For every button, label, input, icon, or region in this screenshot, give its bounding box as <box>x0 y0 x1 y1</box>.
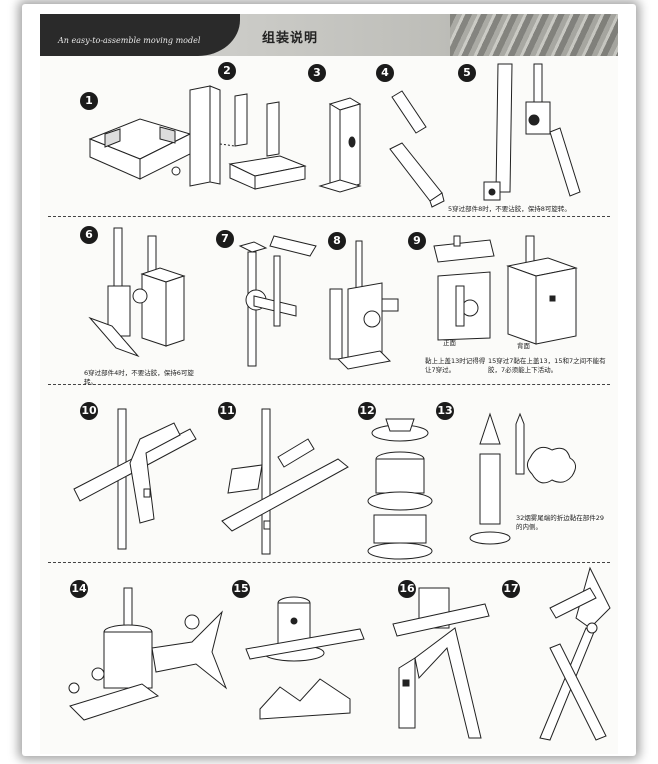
instruction-sheet: An easy-to-assemble moving model 组装说明 1 … <box>40 14 618 754</box>
row-divider <box>48 216 610 217</box>
step-4-diagram <box>389 90 445 208</box>
step-number: 17 <box>502 580 520 598</box>
step-number: 10 <box>80 402 98 420</box>
step-11-diagram <box>221 408 349 555</box>
step-5-diagram <box>483 63 581 201</box>
step-number: 4 <box>376 64 394 82</box>
chinese-title: 组装说明 <box>262 31 319 46</box>
step-15-diagram <box>245 596 365 720</box>
step-12-diagram <box>367 418 433 560</box>
step-number: 2 <box>218 62 236 80</box>
step-9-note-left: 黏上上盖13时记得得让7穿过。 <box>425 357 486 374</box>
step-13-diagram <box>469 412 576 545</box>
step-number: 12 <box>358 402 376 420</box>
step-8-diagram <box>329 240 399 370</box>
step-2-diagram <box>189 85 307 190</box>
step-number: 14 <box>70 580 88 598</box>
step-7-diagram <box>238 235 317 367</box>
step-1-diagram <box>88 118 192 180</box>
step-9-front-diagram <box>433 235 495 341</box>
step-number: 9 <box>408 232 426 250</box>
english-title: An easy-to-assemble moving model <box>58 36 201 45</box>
step-6-note: 6穿过部件4时，不要沾胶，保持6可旋转。 <box>84 369 194 386</box>
step-9-label-back: 背面 <box>517 342 530 350</box>
step-9-note-right: 15穿过7黏在上盖13，15和7之间不能有胶，7必须能上下活动。 <box>488 357 606 374</box>
step-number: 15 <box>232 580 250 598</box>
step-6-diagram <box>88 227 186 358</box>
row-divider <box>48 384 610 385</box>
step-number: 1 <box>80 92 98 110</box>
step-16-diagram <box>392 587 490 739</box>
header-photo <box>450 14 618 56</box>
step-number: 11 <box>218 402 236 420</box>
step-number: 3 <box>308 64 326 82</box>
step-10-diagram <box>73 408 197 550</box>
step-number: 5 <box>458 64 476 82</box>
step-number: 7 <box>216 230 234 248</box>
row-divider <box>48 562 610 563</box>
step-17-diagram <box>539 566 611 741</box>
step-number: 8 <box>328 232 346 250</box>
step-14-diagram <box>68 587 228 721</box>
step-number: 6 <box>80 226 98 244</box>
step-13-note: 32烟雾尾端的折边黏在部件29的内侧。 <box>516 514 605 531</box>
step-3-diagram <box>318 97 362 193</box>
step-number: 13 <box>436 402 454 420</box>
header-banner: An easy-to-assemble moving model 组装说明 <box>40 14 618 56</box>
step-9-label-front: 正面 <box>443 339 456 347</box>
header-dark-tab <box>40 14 240 56</box>
step-9-back-diagram <box>506 235 578 345</box>
step-number: 16 <box>398 580 416 598</box>
step-5-note: 5穿过部件8时，不要沾胶，保持8可旋转。 <box>448 205 571 213</box>
